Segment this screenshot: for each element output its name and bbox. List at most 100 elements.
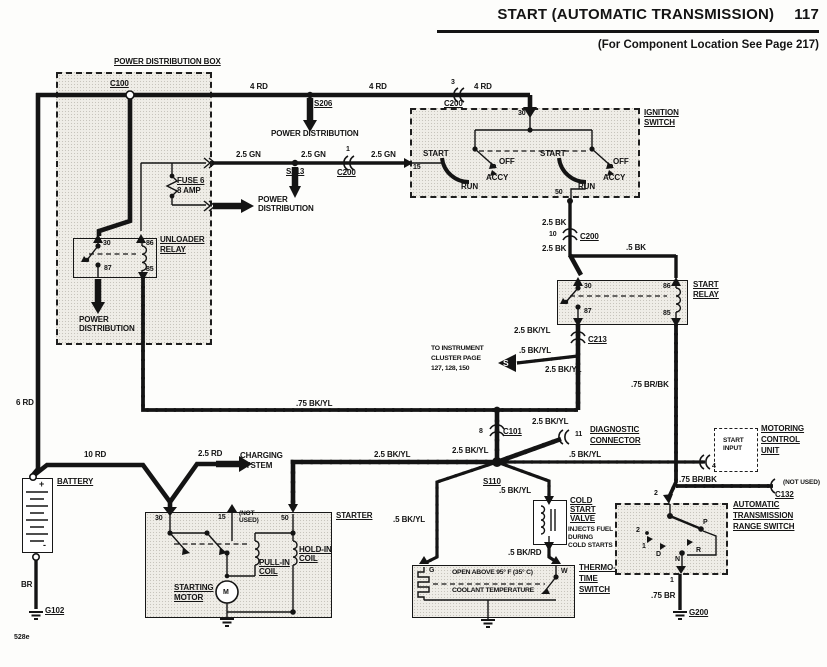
ignition-switch-box (410, 108, 640, 198)
start-relay-label-1: START (693, 280, 719, 289)
battery-label: BATTERY (57, 477, 94, 486)
wire-label-5bkyl-3: .5 BK/YL (499, 486, 532, 495)
ignition-accy-left: ACCY (486, 173, 509, 182)
connector-c100-symbol (125, 90, 135, 100)
not-used-label: (NOT USED) (783, 479, 820, 486)
range-switch-label-3: RANGE SWITCH (733, 522, 795, 531)
wire-label-25bk-1: 2.5 BK (542, 218, 567, 227)
wire-label-5bkrd: .5 BK/RD (508, 548, 542, 557)
connector-label-c132: C132 (775, 490, 794, 499)
cold-start-valve-note-2: DURING (568, 534, 594, 541)
pin-label-10: 10 (549, 231, 557, 238)
thermo-label-3: SWITCH (579, 585, 610, 594)
wire-label-25gn-3: 2.5 GN (371, 150, 396, 159)
start-relay-coil (675, 287, 682, 313)
pin-label-8: 8 (479, 428, 483, 435)
thermo-terminal-g: G (429, 567, 435, 574)
charging-label-1: CHARGING (240, 451, 283, 460)
cluster-note-1: TO INSTRUMENT (431, 345, 484, 352)
cold-start-valve-symbol (540, 505, 556, 544)
connector-label-c100: C100 (110, 79, 129, 88)
battery-positive-terminal (28, 472, 37, 481)
connector-label-c200-a: C200 (444, 99, 463, 108)
ground-symbol-g102 (29, 611, 43, 620)
arrow-ignition-30 (523, 107, 537, 118)
mcu-label-1: MOTORING (761, 424, 805, 433)
wire-label-10rd: 10 RD (84, 450, 107, 459)
motoring-control-unit-box (714, 428, 758, 472)
wire-label-25bkyl-4: 2.5 BK/YL (452, 446, 489, 455)
transmission-range-switch-box (615, 503, 728, 575)
thermo-label-2: TIME (579, 574, 598, 583)
ignition-label-2: SWITCH (644, 118, 675, 127)
cold-start-valve-label-2: START (570, 505, 596, 514)
wire-label-75brbk-2: .75 BR/BK (679, 475, 717, 484)
instrument-cluster-pointer (498, 354, 516, 372)
mcu-label-2: CONTROL (761, 435, 800, 444)
wire-label-25gn-1: 2.5 GN (236, 150, 261, 159)
connector-label-c200-b: C200 (337, 168, 356, 177)
connector-c213-symbol (570, 331, 586, 344)
splice-label-s110: S110 (483, 477, 501, 486)
ignition-off-right: OFF (613, 157, 629, 166)
starting-motor-label-2: MOTOR (174, 593, 204, 602)
fuse-symbol (165, 175, 179, 197)
range-pos-d: D (656, 551, 661, 558)
wire-label-25bkyl-5: 2.5 BK/YL (374, 450, 411, 459)
wire-label-5bkyl-4: .5 BK/YL (393, 515, 426, 524)
wire-label-75brbk-1: .75 BR/BK (631, 380, 669, 389)
starter-t50: 50 (281, 515, 289, 522)
wire-label-75br: .75 BR (651, 591, 676, 600)
ignition-start-left: START (423, 149, 449, 158)
hold-in-coil-symbol (292, 540, 298, 566)
range-pos-2: 2 (636, 527, 640, 534)
mcu-start-input-1: START (723, 437, 744, 444)
ignition-accy-right: ACCY (603, 173, 626, 182)
ignition-off-left: OFF (499, 157, 515, 166)
pull-in-label-1: PULL-IN (259, 558, 290, 567)
cold-start-valve-label-1: COLD (570, 496, 593, 505)
range-switch-arm (669, 514, 700, 530)
connector-c132-symbol (770, 478, 776, 494)
starter-motor-symbol (215, 580, 239, 604)
page-subtitle: (For Component Location See Page 217) (597, 39, 819, 51)
page-number: 117 (794, 6, 819, 23)
fuse-label: FUSE 6 (177, 176, 205, 185)
splice-s110-dot (492, 457, 502, 467)
starter-label: STARTER (336, 511, 373, 520)
ignition-run-right: RUN (578, 182, 596, 191)
hold-in-label-1: HOLD-IN (299, 545, 332, 554)
battery-plates (26, 491, 48, 542)
wire-label-br: BR (21, 580, 33, 589)
range-pos-r: R (696, 547, 701, 554)
connector-label-c213: C213 (588, 335, 607, 344)
box-exit-chevrons (203, 157, 217, 212)
range-pos-p: P (703, 519, 708, 526)
range-pos-1: 1 (642, 543, 646, 550)
wire-label-25rd: 2.5 RD (198, 449, 223, 458)
wire-label-4rd-1: 4 RD (250, 82, 268, 91)
figure-code: 528e (14, 634, 30, 641)
battery-minus: - (43, 540, 46, 550)
wire-label-25bkyl-2: 2.5 BK/YL (545, 365, 582, 374)
wire-label-25bkyl-1: 2.5 BK/YL (514, 326, 551, 335)
connector-diagnostic-symbol (558, 429, 570, 445)
start-relay-t30: 30 (584, 283, 592, 290)
ignition-run-left: RUN (461, 182, 479, 191)
arrow-ignition-15 (404, 158, 413, 168)
pin-label-1-atr: 1 (670, 577, 674, 584)
power-dist-note-a1: POWER (79, 315, 109, 324)
starting-motor-label-1: STARTING (174, 583, 214, 592)
connector-mcu-symbol (699, 454, 711, 470)
range-switch-label-1: AUTOMATIC (733, 500, 780, 509)
power-dist-note-a2: DISTRIBUTION (79, 324, 135, 333)
cluster-note-2: CLUSTER PAGE (431, 355, 481, 362)
ground-symbol-thermo (481, 619, 495, 628)
hold-in-label-2: COIL (299, 554, 318, 563)
page-title: START (AUTOMATIC TRANSMISSION)117 (497, 6, 819, 23)
ignition-t50: 50 (555, 189, 563, 196)
ignition-label-1: IGNITION (644, 108, 679, 117)
wire-10rd (31, 462, 172, 504)
